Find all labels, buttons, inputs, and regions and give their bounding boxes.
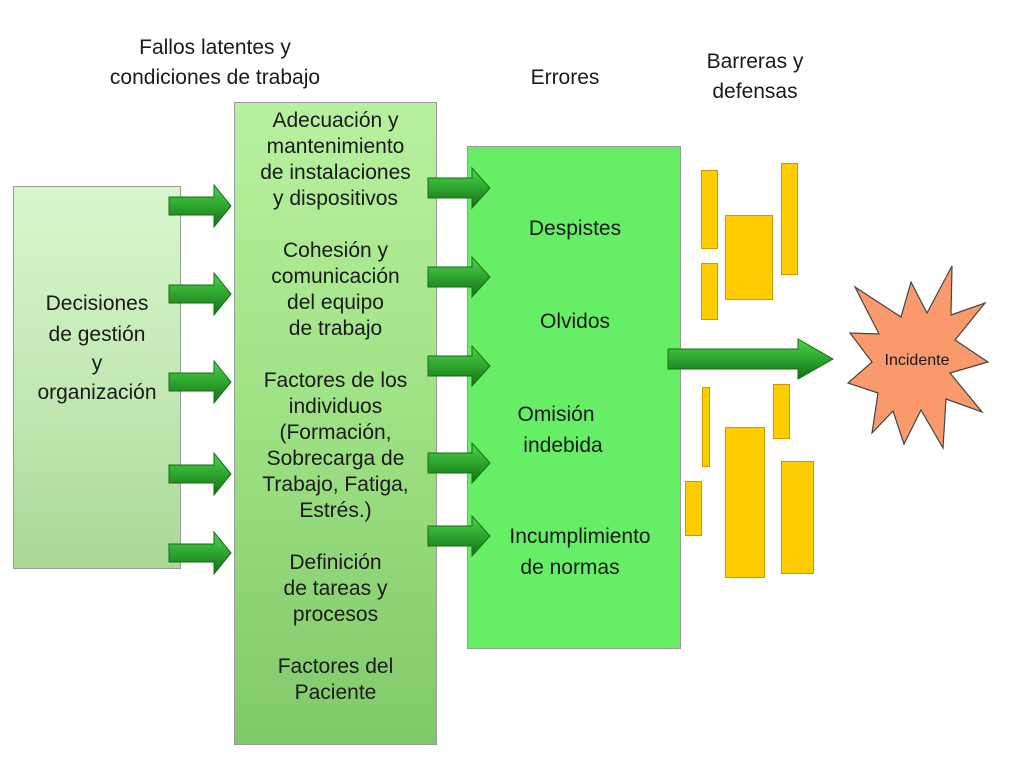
barrier-bar xyxy=(781,461,814,574)
text-line: Olvidos xyxy=(539,310,611,333)
barrier-bar xyxy=(702,387,710,467)
arrow-to-incident-icon xyxy=(667,338,835,380)
header-errores: Errores xyxy=(505,63,625,93)
decisiones-box xyxy=(13,186,181,569)
arrow-right-icon xyxy=(168,451,232,497)
factores-box xyxy=(234,102,437,745)
error-olvidos: Olvidos xyxy=(490,308,660,336)
text-line: Omisión xyxy=(517,403,595,426)
barrier-bar xyxy=(701,263,718,320)
text-line: de trabajo xyxy=(288,317,383,340)
text-line: Estrés.) xyxy=(299,499,372,522)
text-line: de gestión xyxy=(48,323,146,346)
arrow-right-icon xyxy=(427,441,491,485)
arrow-right-icon xyxy=(168,271,232,317)
arrow-right-icon xyxy=(427,344,491,388)
arrow-right-icon xyxy=(427,514,491,558)
text-line: comunicación xyxy=(271,265,400,288)
arrow-right-icon xyxy=(427,255,491,299)
text-line: Definición xyxy=(289,551,382,574)
barrier-bar xyxy=(725,215,773,300)
text-line: Factores del xyxy=(277,655,394,678)
text-line: y xyxy=(91,352,103,375)
header-line: defensas xyxy=(712,80,798,103)
barrier-bar xyxy=(685,481,702,536)
text-line: del equipo xyxy=(287,291,384,314)
error-despistes: Despistes xyxy=(490,215,660,243)
barrier-bar xyxy=(773,384,790,439)
arrow-right-icon xyxy=(168,183,232,229)
header-line: Fallos latentes y xyxy=(139,36,291,59)
barrier-bar xyxy=(781,163,798,275)
text-line: Paciente xyxy=(294,681,377,704)
text-line: organización xyxy=(37,381,157,404)
text-line: de instalaciones xyxy=(260,161,411,184)
errores-box xyxy=(467,146,681,649)
text-line: Cohesión y xyxy=(282,239,389,262)
decisiones-text: Decisiones de gestión y organización xyxy=(13,288,181,408)
text-line: Despistes xyxy=(528,217,622,240)
barrier-bar xyxy=(725,427,765,578)
arrow-right-icon xyxy=(168,359,232,405)
text-line: Adecuación y xyxy=(272,109,399,132)
header-barreras: Barreras y defensas xyxy=(680,47,830,107)
header-line: condiciones de trabajo xyxy=(109,66,321,89)
error-omision: Omisión indebida xyxy=(478,399,648,461)
text-line: Factores de los xyxy=(263,369,408,392)
text-line: indebida xyxy=(523,434,603,457)
text-line: de normas xyxy=(520,556,620,579)
arrow-right-icon xyxy=(427,166,491,210)
factores-text: Adecuación y mantenimiento de instalacio… xyxy=(234,108,437,706)
text-line: mantenimiento xyxy=(266,135,405,158)
header-fallos-latentes: Fallos latentes y condiciones de trabajo xyxy=(60,33,370,93)
barrier-bar xyxy=(701,170,718,249)
text-line: de tareas y xyxy=(283,577,388,600)
incident-label: Incidente xyxy=(885,352,950,369)
incident-starburst-icon: Incidente xyxy=(846,265,990,451)
arrow-right-icon xyxy=(168,530,232,576)
text-line: individuos xyxy=(288,395,383,418)
text-line: Trabajo, Fatiga, xyxy=(262,473,409,496)
text-line: Sobrecarga de xyxy=(266,447,405,470)
text-line: Decisiones xyxy=(45,292,149,315)
text-line: (Formación, xyxy=(279,421,392,444)
text-line: procesos xyxy=(292,603,379,626)
header-line: Barreras y xyxy=(706,50,804,73)
header-line: Errores xyxy=(530,66,600,89)
text-line: y dispositivos xyxy=(273,187,398,210)
error-incumplimiento: Incumplimiento de normas xyxy=(489,521,671,583)
text-line: Incumplimiento xyxy=(509,525,651,548)
